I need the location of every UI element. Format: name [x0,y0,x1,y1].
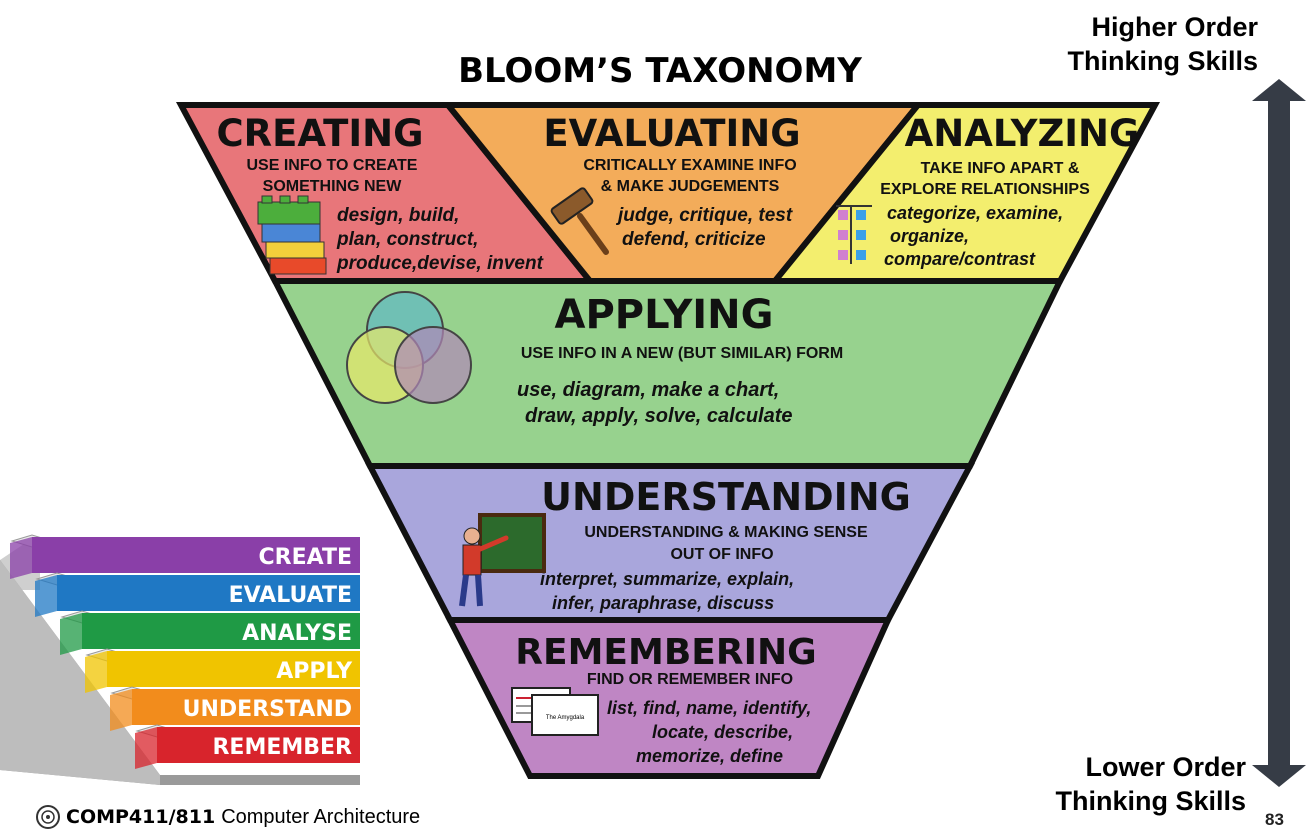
stair-step-evaluate: EVALUATE [35,572,360,617]
stair-label: APPLY [276,659,353,684]
higher-order-label: Higher Order Thinking Skills [1040,10,1258,78]
level-name: ANALYZING [905,112,1140,155]
diagram-title: BLOOM’S TAXONOMY [458,51,862,91]
venn-diagram-icon [346,291,472,404]
level-verbs: produce,devise, invent [336,253,544,274]
level-name: EVALUATING [543,112,800,155]
stair-step-apply: APPLY [85,648,360,693]
university-seal-icon [36,805,60,829]
sorting-squares-icon [836,205,872,264]
pyramid [175,102,1161,779]
level-name: APPLYING [554,292,773,338]
band-remembering [445,617,893,779]
course-code: COMP411/811 [66,806,216,828]
level-description: EXPLORE RELATIONSHIPS [880,181,1090,198]
level-verbs: categorize, examine, [887,203,1063,223]
level-description: CRITICALLY EXAMINE INFO [583,157,796,174]
level-description: OUT OF INFO [670,546,773,563]
stair-label: ANALYSE [242,621,352,646]
level-verbs: list, find, name, identify, [607,698,811,718]
level-verbs: organize, [890,226,969,246]
lego-bricks-icon [257,195,327,275]
level-verbs: draw, apply, solve, calculate [525,405,793,427]
stair-label: UNDERSTAND [183,697,352,722]
level-remembering: REMEMBERING FIND OR REMEMBER INFO list, … [511,632,817,766]
lower-order-line-2: Thinking Skills [1055,786,1246,816]
stair-label: CREATE [259,545,352,570]
stair-step-understand: UNDERSTAND [110,686,360,731]
level-verbs: locate, describe, [652,722,793,742]
level-verbs: plan, construct, [336,229,478,250]
lower-order-label: Lower Order Thinking Skills [1020,750,1246,818]
level-name: CREATING [216,112,423,155]
stair-label: EVALUATE [229,583,352,608]
page-number: 83 [1265,810,1284,829]
flash-card-text: The Amygdala [546,715,585,721]
gavel-icon [550,187,609,255]
flash-cards-icon: The Amygdala [511,687,599,736]
level-verbs: judge, critique, test [615,205,793,226]
level-verbs: defend, criticize [622,229,766,250]
stair-label: REMEMBER [212,735,352,760]
level-verbs: infer, paraphrase, discuss [552,593,774,613]
level-verbs: compare/contrast [884,249,1036,269]
stair-step-analyse: ANALYSE [60,610,360,655]
stair-step-create: CREATE [10,534,360,579]
higher-order-line-1: Higher Order [1091,12,1258,42]
level-description: UNDERSTANDING & MAKING SENSE [584,524,868,541]
level-verbs: design, build, [337,205,459,226]
level-name: REMEMBERING [515,632,816,673]
staircase-graphic: CREATE EVALUATE ANALYSE APPLY UNDERSTAND REME… [0,534,360,785]
level-description: USE INFO IN A NEW (BUT SIMILAR) FORM [521,345,843,362]
level-understanding: UNDERSTANDING UNDERSTANDING & MAKING SEN… [459,475,911,613]
level-description: SOMETHING NEW [263,178,403,195]
level-analyzing: ANALYZING TAKE INFO APART & EXPLORE RELA… [836,112,1139,269]
level-description: TAKE INFO APART & [921,160,1080,177]
level-verbs: use, diagram, make a chart, [517,379,779,401]
level-applying: APPLYING USE INFO IN A NEW (BUT SIMILAR)… [346,291,843,427]
course-name: Computer Architecture [221,805,421,828]
level-verbs: interpret, summarize, explain, [540,569,794,589]
higher-order-line-2: Thinking Skills [1067,46,1258,76]
teacher-at-board-icon [459,513,546,607]
lower-order-line-1: Lower Order [1085,752,1246,782]
level-description: & MAKE JUDGEMENTS [601,178,780,195]
level-description: USE INFO TO CREATE [247,157,418,174]
level-evaluating: EVALUATING CRITICALLY EXAMINE INFO & MAK… [543,112,801,255]
stair-step-remember: REMEMBER [135,724,360,769]
level-creating: CREATING USE INFO TO CREATE SOMETHING NE… [216,112,544,275]
order-double-arrow [1252,79,1306,787]
level-name: UNDERSTANDING [541,475,911,519]
level-verbs: memorize, define [636,746,783,766]
footer: COMP411/811 Computer Architecture [36,805,420,829]
level-description: FIND OR REMEMBER INFO [587,671,793,688]
